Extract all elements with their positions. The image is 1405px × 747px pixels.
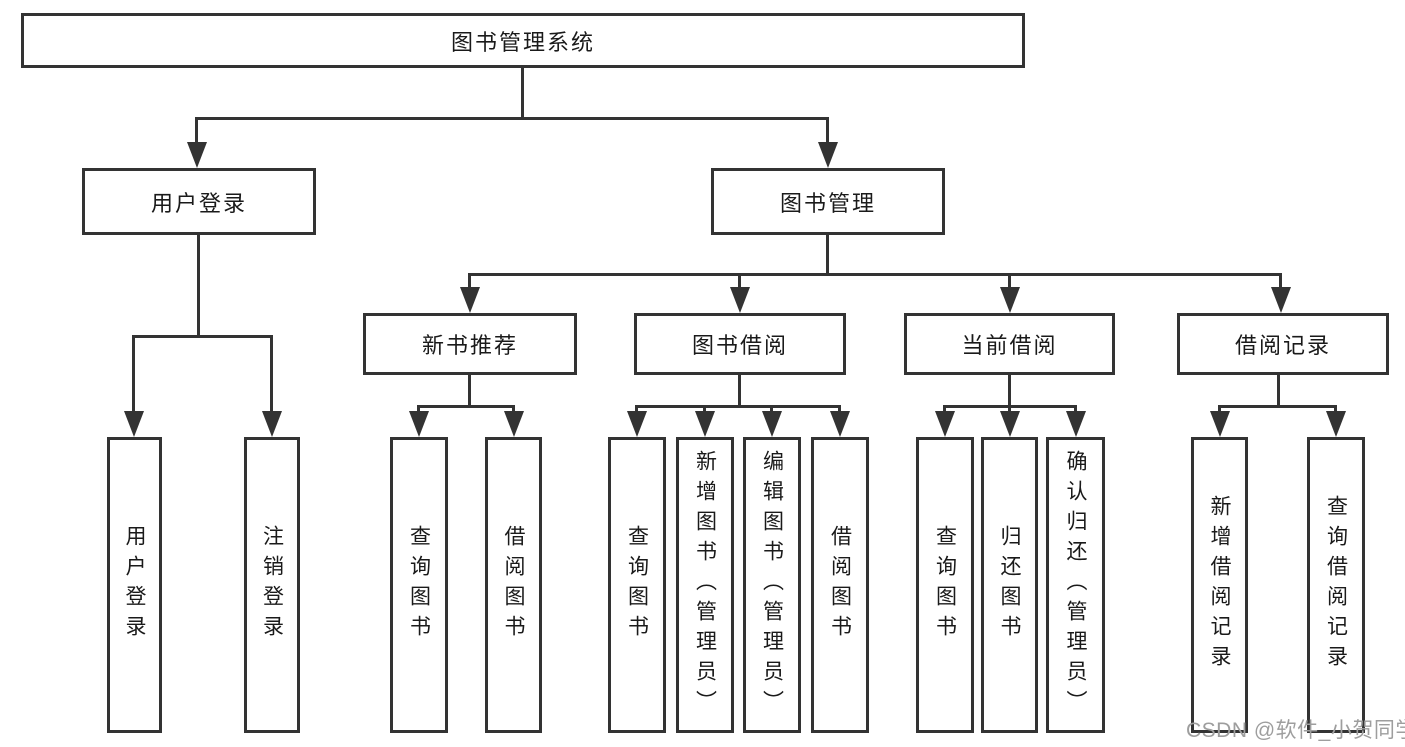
csdn-watermark: CSDN @软件_小贺同学 bbox=[1186, 719, 1405, 742]
connector-root-bar bbox=[196, 117, 828, 120]
node-label: 当前借阅 bbox=[961, 333, 1058, 358]
arrowhead-leaf-user-login bbox=[124, 411, 144, 437]
leaf-label: 查询图书 bbox=[407, 525, 431, 645]
arrowhead-book-borrow bbox=[730, 287, 750, 313]
leaf-label: 查询图书 bbox=[933, 525, 957, 645]
leaf-label: 新增借阅记录 bbox=[1208, 495, 1231, 675]
connector-drop-user-login bbox=[195, 117, 198, 147]
arrowhead-cb-query bbox=[935, 411, 955, 437]
connector-drop-leaf-user-login bbox=[132, 335, 135, 411]
arrowhead-nb-borrow bbox=[504, 411, 524, 437]
node-new-book-recommend: 新书推荐 bbox=[363, 313, 577, 375]
connector-drop-new-book-rec bbox=[468, 273, 471, 291]
leaf-current-return-books: 归还图书 bbox=[981, 437, 1038, 733]
leaf-borrow-query-books: 查询图书 bbox=[608, 437, 666, 733]
arrowhead-borrow-record bbox=[1271, 287, 1291, 313]
arrowhead-cb-return bbox=[1000, 411, 1020, 437]
node-borrow-record: 借阅记录 bbox=[1177, 313, 1389, 375]
arrowhead-cb-confirm bbox=[1066, 411, 1086, 437]
node-label: 图书管理 bbox=[779, 190, 876, 216]
arrowhead-user-login bbox=[187, 142, 207, 168]
arrowhead-bb-borrow bbox=[830, 411, 850, 437]
leaf-label: 归还图书 bbox=[998, 525, 1021, 645]
connector-drop-current-borrow bbox=[1008, 273, 1011, 291]
leaf-label: 用户登录 bbox=[123, 525, 146, 645]
leaf-borrow-edit-books-admin: 编辑图书（管理员） bbox=[743, 437, 801, 733]
connector-level3-bar bbox=[470, 273, 1281, 276]
leaf-label: 借阅图书 bbox=[502, 525, 525, 645]
connector-user-login-stub bbox=[197, 235, 200, 335]
leaf-label: 借阅图书 bbox=[828, 525, 852, 645]
arrowhead-new-book-rec bbox=[460, 287, 480, 313]
node-book-borrow: 图书借阅 bbox=[634, 313, 846, 375]
leaf-user-login: 用户登录 bbox=[107, 437, 162, 733]
arrowhead-nb-query bbox=[409, 411, 429, 437]
connector-bb-bar bbox=[637, 405, 840, 408]
connector-drop-book-borrow bbox=[738, 273, 741, 291]
arrowhead-bb-add bbox=[695, 411, 715, 437]
arrowhead-br-add bbox=[1210, 411, 1230, 437]
leaf-logout: 注销登录 bbox=[244, 437, 300, 733]
connector-br-stub bbox=[1277, 375, 1280, 405]
node-label: 图书管理系统 bbox=[450, 29, 595, 55]
connector-book-mgmt-stub bbox=[826, 235, 829, 273]
node-label: 借阅记录 bbox=[1234, 333, 1331, 358]
node-library-management-system: 图书管理系统 bbox=[21, 13, 1025, 68]
leaf-current-confirm-return-admin: 确认归还（管理员） bbox=[1046, 437, 1105, 733]
leaf-label: 查询图书 bbox=[625, 525, 649, 645]
arrowhead-current-borrow bbox=[1000, 287, 1020, 313]
connector-user-login-bar bbox=[134, 335, 272, 338]
node-user-login: 用户登录 bbox=[82, 168, 316, 235]
arrowhead-bb-edit bbox=[762, 411, 782, 437]
leaf-borrow-add-books-admin: 新增图书（管理员） bbox=[676, 437, 734, 733]
node-book-management: 图书管理 bbox=[711, 168, 945, 235]
leaf-record-query-borrow-record: 查询借阅记录 bbox=[1307, 437, 1365, 733]
connector-cb-stub bbox=[1008, 375, 1011, 405]
arrowhead-bb-query bbox=[627, 411, 647, 437]
connector-drop-borrow-record bbox=[1279, 273, 1282, 291]
connector-nb-stub bbox=[468, 375, 471, 405]
arrowhead-book-mgmt bbox=[818, 142, 838, 168]
connector-nb-bar bbox=[419, 405, 514, 408]
connector-drop-book-mgmt bbox=[826, 117, 829, 147]
connector-br-bar bbox=[1219, 405, 1337, 408]
leaf-label: 编辑图书（管理员） bbox=[760, 450, 784, 720]
leaf-newbook-borrow-books: 借阅图书 bbox=[485, 437, 542, 733]
arrowhead-br-query bbox=[1326, 411, 1346, 437]
connector-drop-leaf-logout bbox=[270, 335, 273, 411]
node-label: 用户登录 bbox=[150, 190, 247, 216]
connector-bb-stub bbox=[738, 375, 741, 405]
leaf-record-add-borrow-record: 新增借阅记录 bbox=[1191, 437, 1248, 733]
leaf-newbook-query-books: 查询图书 bbox=[390, 437, 448, 733]
node-label: 图书借阅 bbox=[691, 333, 788, 358]
node-current-borrow: 当前借阅 bbox=[904, 313, 1115, 375]
node-label: 新书推荐 bbox=[421, 333, 518, 358]
leaf-label: 确认归还（管理员） bbox=[1064, 450, 1087, 720]
arrowhead-leaf-logout bbox=[262, 411, 282, 437]
leaf-label: 注销登录 bbox=[260, 525, 284, 645]
leaf-current-query-books: 查询图书 bbox=[916, 437, 974, 733]
connector-root-stub bbox=[521, 68, 524, 117]
leaf-label: 查询借阅记录 bbox=[1324, 495, 1348, 675]
leaf-borrow-borrow-books: 借阅图书 bbox=[811, 437, 869, 733]
leaf-label: 新增图书（管理员） bbox=[693, 450, 717, 720]
